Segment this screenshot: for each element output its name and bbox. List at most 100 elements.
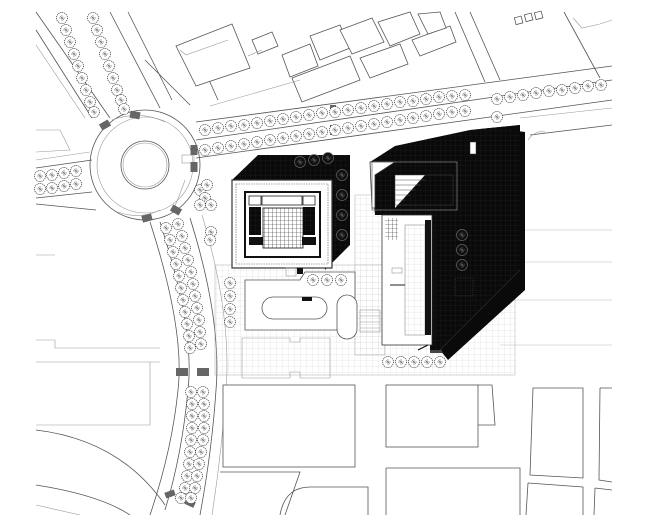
crosswalk — [197, 368, 209, 376]
tree-group-curved-avenue-left — [160, 222, 198, 504]
tree-icon — [433, 91, 445, 103]
tree-icon — [277, 113, 289, 125]
tree-icon — [368, 118, 380, 130]
tree-icon — [58, 167, 70, 179]
tree-icon — [303, 128, 315, 140]
tree-icon — [224, 316, 236, 328]
tree-icon — [224, 277, 236, 289]
tree-icon — [329, 106, 341, 118]
tree-icon — [395, 356, 407, 368]
tree-group-nw-avenue-right — [87, 12, 130, 115]
tree-icon — [193, 314, 205, 326]
tree-icon — [342, 122, 354, 134]
tree-icon — [225, 140, 237, 152]
tree-icon — [181, 470, 193, 482]
tree-icon — [164, 234, 176, 246]
tree-icon — [173, 270, 185, 282]
tree-icon — [80, 84, 92, 96]
tree-icon — [182, 254, 194, 266]
tree-icon — [181, 318, 193, 330]
tree-group-nw-avenue-left — [56, 12, 100, 118]
tree-icon — [195, 338, 207, 350]
tree-icon — [88, 106, 100, 118]
tree-icon — [504, 91, 516, 103]
tree-icon — [459, 105, 471, 117]
tree-icon — [70, 165, 82, 177]
tree-icon — [187, 278, 199, 290]
tree-icon — [193, 458, 205, 470]
tree-icon — [64, 36, 76, 48]
tree-icon — [381, 98, 393, 110]
tree-icon — [394, 114, 406, 126]
tree-icon — [238, 119, 250, 131]
tree-icon — [530, 87, 542, 99]
tree-icon — [355, 120, 367, 132]
tree-icon — [434, 356, 446, 368]
tree-icon — [342, 104, 354, 116]
tree-icon — [459, 89, 471, 101]
building-2 — [369, 125, 546, 360]
tree-icon — [194, 199, 206, 211]
tree-icon — [407, 95, 419, 107]
tree-icon — [456, 244, 468, 256]
tree-icon — [185, 492, 197, 504]
tree-icon — [167, 246, 179, 258]
tree-icon — [308, 154, 320, 166]
tree-icon — [205, 199, 217, 211]
tree-group-west-avenue — [34, 165, 82, 195]
tree-icon — [184, 342, 196, 354]
tree-icon — [72, 60, 84, 72]
tree-icon — [76, 72, 88, 84]
tree-icon — [84, 96, 96, 108]
tree-icon — [103, 60, 115, 72]
tree-icon — [290, 130, 302, 142]
tree-icon — [46, 169, 58, 181]
tree-icon — [194, 326, 206, 338]
crosswalk — [190, 162, 198, 172]
tree-icon — [336, 229, 348, 241]
tree-icon — [420, 93, 432, 105]
crosswalk — [141, 213, 153, 223]
tree-icon — [87, 12, 99, 24]
tree-group-court-trees — [307, 274, 347, 286]
tree-icon — [175, 282, 187, 294]
tree-icon — [336, 209, 348, 221]
tree-icon — [212, 122, 224, 134]
tree-group-curved-avenue-right — [172, 218, 210, 504]
tree-icon — [68, 48, 80, 60]
tree-icon — [569, 82, 581, 94]
tree-icon — [185, 266, 197, 278]
tree-icon — [543, 85, 555, 97]
tree-icon — [198, 410, 210, 422]
tree-icon — [185, 434, 197, 446]
tree-icon — [191, 470, 203, 482]
tree-icon — [176, 230, 188, 242]
tree-icon — [199, 124, 211, 136]
tree-icon — [238, 138, 250, 150]
tree-group-bldg1-shadow-trees — [294, 152, 348, 241]
tree-group-bldg2-internal — [456, 229, 468, 271]
tree-icon — [199, 144, 211, 156]
tree-icon — [381, 116, 393, 128]
tree-icon — [189, 482, 201, 494]
tree-icon — [355, 102, 367, 114]
tree-icon — [191, 302, 203, 314]
tree-icon — [185, 386, 197, 398]
tree-icon — [99, 48, 111, 60]
tree-icon — [316, 126, 328, 138]
tree-icon — [491, 93, 503, 105]
northern-buildings — [175, 10, 613, 107]
tree-icon — [198, 398, 210, 410]
tree-icon — [201, 179, 213, 191]
crosswalk — [164, 489, 176, 499]
tree-icon — [186, 410, 198, 422]
tree-icon — [70, 178, 82, 190]
tree-icon — [420, 110, 432, 122]
tree-icon — [186, 398, 198, 410]
tree-icon — [224, 303, 236, 315]
tree-icon — [335, 274, 347, 286]
plaza — [214, 194, 516, 379]
tree-icon — [198, 422, 210, 434]
tree-icon — [303, 109, 315, 121]
tree-icon — [183, 330, 195, 342]
